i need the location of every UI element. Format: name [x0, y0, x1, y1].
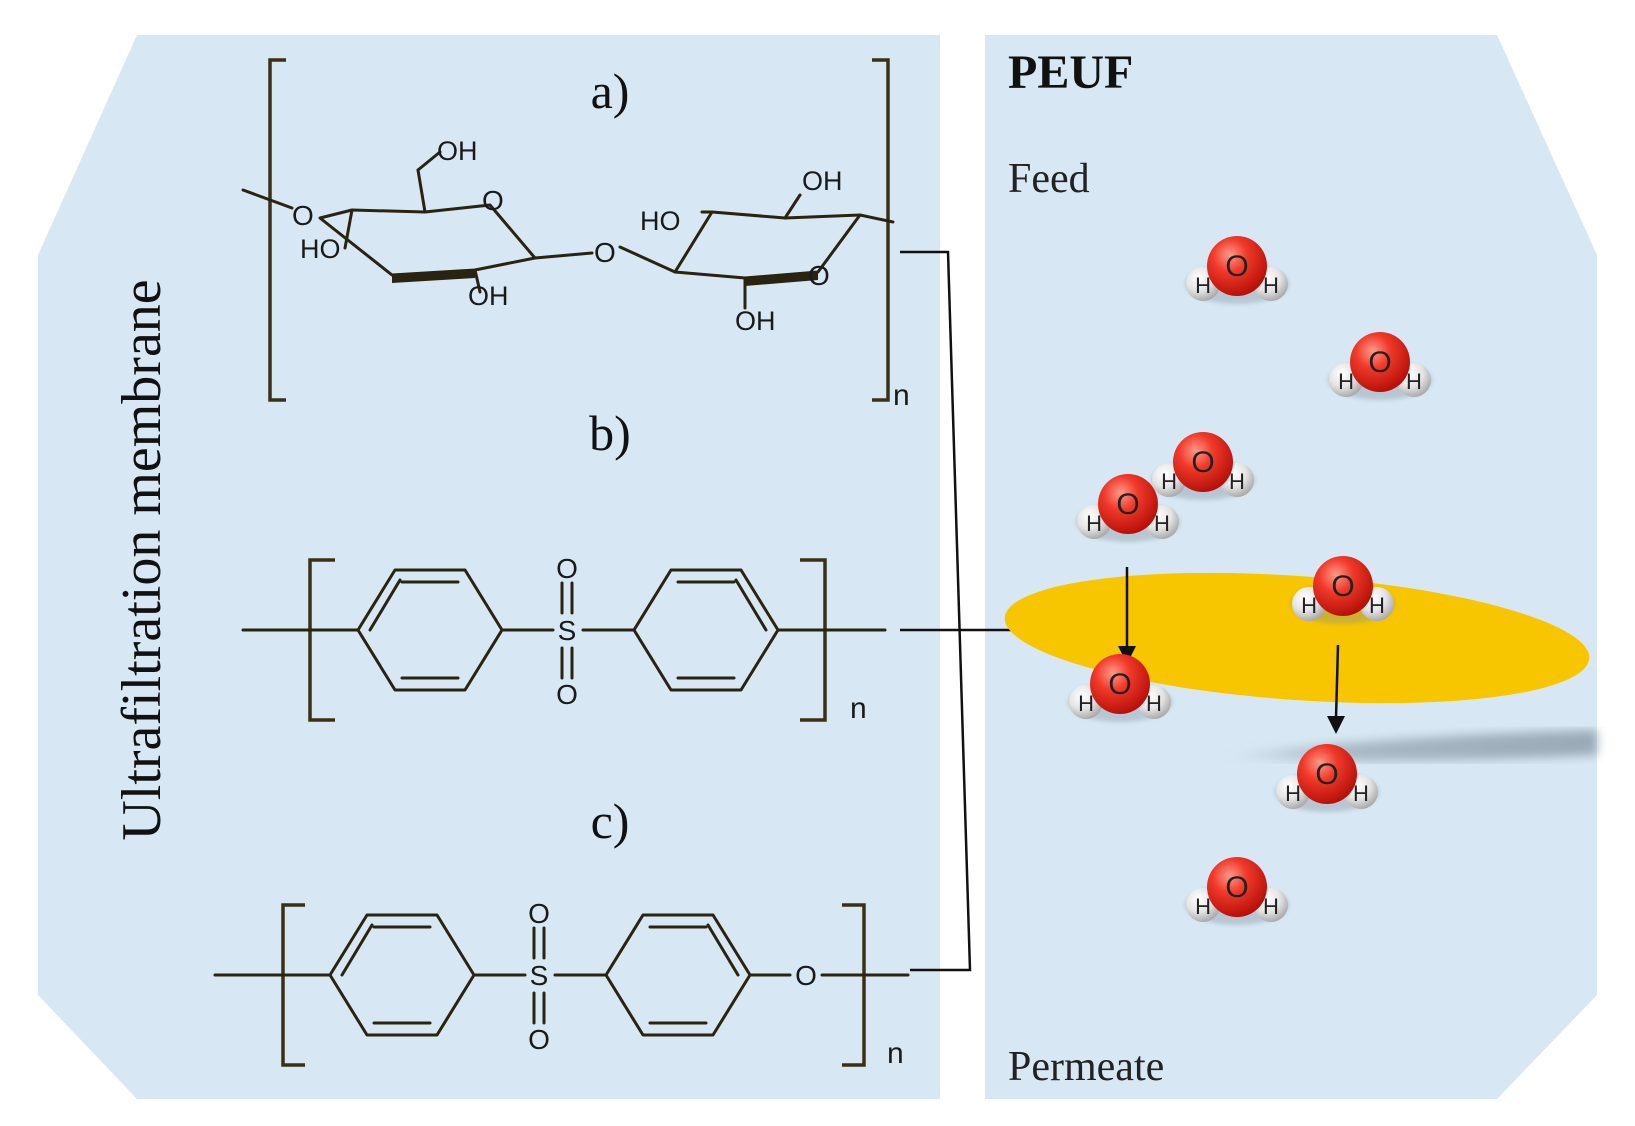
atom-c-o-top: O — [528, 898, 550, 929]
water-hydrogen-label: H — [1154, 511, 1170, 536]
atom-oh-ring2-bottom: OH — [735, 306, 776, 336]
atom-o-ring2: O — [808, 260, 830, 291]
atom-b-o-bottom: O — [556, 679, 578, 710]
structure-b-right-bracket — [800, 558, 827, 722]
atom-oh-bottom1: OH — [468, 281, 509, 311]
atom-o-bridge: O — [594, 237, 616, 268]
permeate-label: Permeate — [1008, 1044, 1164, 1090]
left-panel-background — [38, 35, 940, 1099]
structure-b-subscript: n — [850, 692, 867, 725]
atom-c-o-ether: O — [795, 960, 817, 991]
water-molecule: OH H — [1151, 432, 1255, 500]
water-hydrogen-label: H — [1369, 593, 1385, 618]
water-molecule: OH H — [1328, 332, 1432, 400]
water-molecule: OH H — [1185, 857, 1289, 925]
water-oxygen-label: O — [1315, 758, 1338, 791]
water-molecule: OH H — [1185, 236, 1289, 304]
structure-a-label: a) — [591, 63, 630, 119]
water-hydrogen-label: H — [1263, 894, 1279, 919]
water-molecule: OH H — [1068, 654, 1172, 722]
structure-c-right-bracket — [842, 903, 866, 1067]
water-molecule: OH H — [1275, 744, 1379, 812]
water-molecule: OH H — [1291, 556, 1395, 624]
structure-a-subscript: n — [893, 379, 910, 412]
water-hydrogen-label: H — [1406, 369, 1422, 394]
water-hydrogen-label: H — [1195, 894, 1211, 919]
water-oxygen-label: O — [1225, 250, 1248, 283]
peuf-title: PEUF — [1008, 46, 1133, 99]
structure-a-cellulose: a) n OH O O HO OH O HO OH O OH — [241, 58, 910, 412]
water-hydrogen-label: H — [1263, 273, 1279, 298]
structure-a-right-bracket — [872, 58, 890, 402]
water-hydrogen-label: H — [1353, 781, 1369, 806]
right-panel-background — [985, 35, 1597, 1099]
structure-b-label: b) — [589, 405, 631, 461]
water-hydrogen-label: H — [1301, 593, 1317, 618]
atom-c-o-bottom: O — [528, 1024, 550, 1055]
water-hydrogen-label: H — [1161, 469, 1177, 494]
water-oxygen-label: O — [1116, 488, 1139, 521]
membrane-ellipse — [1004, 572, 1590, 704]
structure-c-label: c) — [591, 793, 630, 849]
atom-oh-ring2-top: OH — [802, 166, 843, 196]
water-hydrogen-label: H — [1285, 781, 1301, 806]
water-oxygen-label: O — [1225, 871, 1248, 904]
atom-b-s: S — [558, 615, 577, 646]
atom-oh-top: OH — [437, 136, 478, 166]
structure-c-left-bracket — [281, 903, 305, 1067]
connector-line — [900, 250, 972, 972]
water-hydrogen-label: H — [1195, 273, 1211, 298]
structure-c: c) n O S O O — [213, 793, 910, 1070]
water-hydrogen-label: H — [1078, 691, 1094, 716]
ultrafiltration-membrane-label: Ultrafiltration membrane — [111, 279, 173, 840]
water-oxygen-label: O — [1331, 570, 1354, 603]
water-molecule: OH H — [1076, 474, 1180, 542]
water-oxygen-label: O — [1368, 346, 1391, 379]
atom-o-ring1: O — [482, 185, 504, 216]
water-hydrogen-label: H — [1338, 369, 1354, 394]
structure-c-subscript: n — [887, 1037, 904, 1070]
structure-b-left-bracket — [308, 558, 335, 722]
atom-ho-ring2: HO — [640, 206, 681, 236]
atom-c-s: S — [530, 960, 549, 991]
water-hydrogen-label: H — [1229, 469, 1245, 494]
water-hydrogen-label: H — [1146, 691, 1162, 716]
water-hydrogen-label: H — [1086, 511, 1102, 536]
atom-o-link-left: O — [292, 200, 314, 231]
structure-b: b) n O S O — [241, 405, 887, 725]
water-oxygen-label: O — [1191, 446, 1214, 479]
feed-label: Feed — [1008, 156, 1090, 202]
atom-b-o-top: O — [556, 553, 578, 584]
atom-ho-left: HO — [300, 234, 341, 264]
structure-a-left-bracket — [268, 58, 286, 402]
permeation-arrow-2 — [1327, 644, 1345, 734]
water-oxygen-label: O — [1108, 668, 1131, 701]
